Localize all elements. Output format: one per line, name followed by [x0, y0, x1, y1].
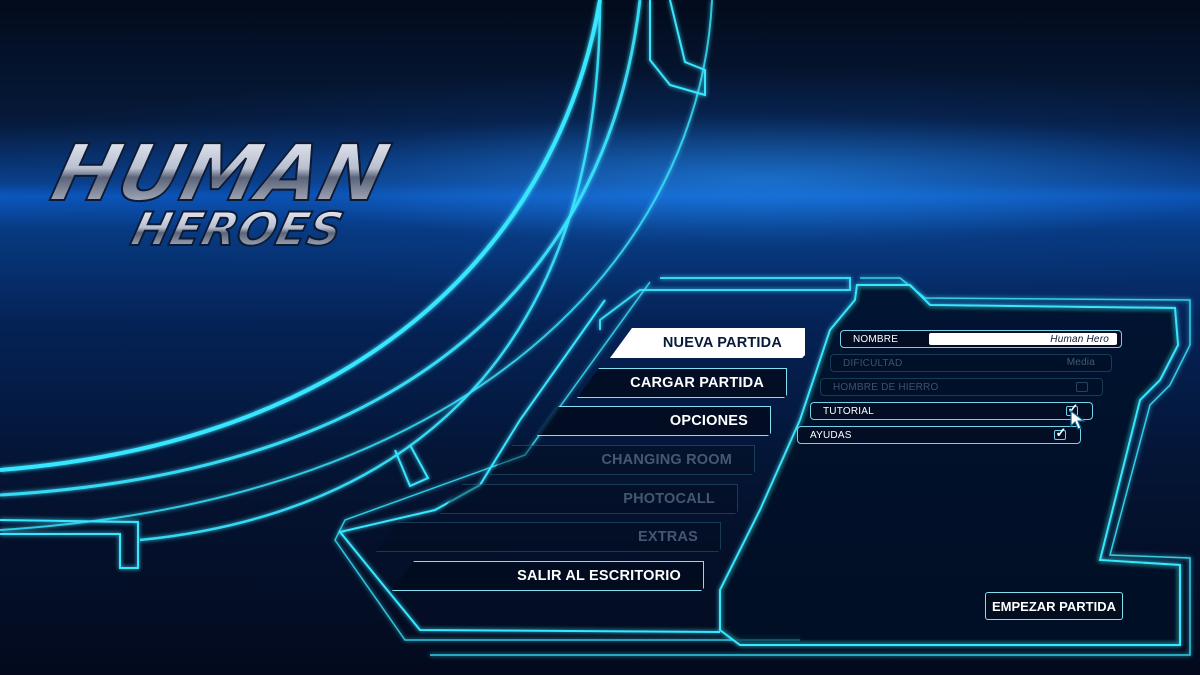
- nombre-input[interactable]: Human Hero: [929, 333, 1117, 345]
- menu-nueva-partida[interactable]: NUEVA PARTIDA: [610, 328, 805, 358]
- ayudas-row: AYUDAS ✓: [797, 426, 1081, 444]
- dificultad-value: Media: [1066, 357, 1095, 368]
- ayudas-label: AYUDAS: [810, 429, 852, 441]
- menu-changing-room: CHANGING ROOM: [490, 445, 755, 475]
- check-icon: ✓: [1067, 401, 1079, 416]
- arrow-cursor-icon: [1070, 410, 1086, 430]
- human-heroes-logo: HUMAN HEROES: [42, 126, 399, 258]
- tutorial-label: TUTORIAL: [823, 405, 874, 417]
- check-icon: ✓: [1055, 425, 1067, 440]
- dificultad-row: DIFICULTAD Media: [830, 354, 1112, 372]
- hud-rings: [0, 0, 1191, 656]
- menu-cargar-partida[interactable]: CARGAR PARTIDA: [577, 368, 787, 398]
- ayudas-checkbox[interactable]: ✓: [1054, 425, 1067, 440]
- menu-extras: EXTRAS: [376, 522, 721, 552]
- nombre-label: NOMBRE: [853, 333, 899, 345]
- menu-opciones[interactable]: OPCIONES: [537, 406, 771, 436]
- menu-salir-al-escritorio[interactable]: SALIR AL ESCRITORIO: [392, 561, 704, 591]
- empezar-partida-button[interactable]: EMPEZAR PARTIDA: [985, 592, 1123, 620]
- menu-photocall: PHOTOCALL: [440, 484, 738, 514]
- logo-word-heroes: HEROES: [126, 204, 348, 257]
- dificultad-label: DIFICULTAD: [843, 357, 903, 369]
- hombre-de-hierro-row: HOMBRE DE HIERRO: [820, 378, 1103, 396]
- nombre-row: NOMBRE Human Hero: [840, 330, 1122, 348]
- hombre-de-hierro-label: HOMBRE DE HIERRO: [833, 381, 939, 393]
- tutorial-row: TUTORIAL ✓: [810, 402, 1093, 420]
- hombre-de-hierro-checkbox: [1076, 382, 1088, 392]
- logo-word-human: HUMAN: [43, 127, 398, 219]
